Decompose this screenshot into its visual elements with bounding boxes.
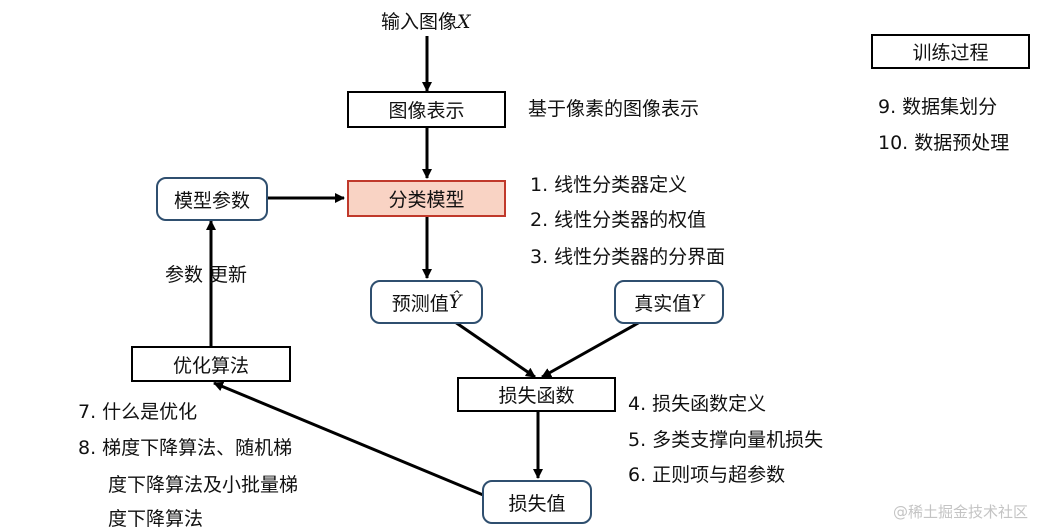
training-note-10: 10. 数据预处理 [878, 132, 1010, 154]
loss-value-box: 损失值 [482, 480, 592, 524]
param-update-label: 参数 更新 [165, 264, 248, 286]
optimizer-note-8-cont-2: 度下降算法 [108, 508, 204, 530]
optimizer-note-8-cont-1: 度下降算法及小批量梯 [108, 474, 299, 496]
optimizer-note-8: 8. 梯度下降算法、随机梯 [78, 437, 293, 459]
loss-note-6: 6. 正则项与超参数 [628, 464, 786, 486]
arrow-true-to-loss [541, 320, 641, 379]
classifier-note-2: 2. 线性分类器的权值 [530, 209, 707, 231]
training-process-box: 训练过程 [871, 34, 1030, 69]
training-note-9: 9. 数据集划分 [878, 96, 998, 118]
model-params-box: 模型参数 [156, 177, 268, 221]
loss-function-box: 损失函数 [457, 377, 616, 412]
image-repr-box: 图像表示 [347, 91, 506, 128]
image-repr-note: 基于像素的图像表示 [528, 98, 700, 120]
loss-note-4: 4. 损失函数定义 [628, 393, 767, 415]
classifier-box: 分类模型 [347, 180, 506, 217]
classifier-note-1: 1. 线性分类器定义 [530, 174, 688, 196]
arrow-value-to-optimizer [213, 381, 489, 499]
optimizer-box: 优化算法 [131, 346, 291, 382]
loss-note-5: 5. 多类支撑向量机损失 [628, 429, 824, 451]
classifier-note-3: 3. 线性分类器的分界面 [530, 246, 726, 268]
optimizer-note-7: 7. 什么是优化 [78, 401, 198, 423]
arrow-pred-to-loss [454, 320, 536, 379]
input-image-label: 输入图像X [381, 11, 471, 33]
watermark: @稀土掘金技术社区 [893, 503, 1029, 521]
